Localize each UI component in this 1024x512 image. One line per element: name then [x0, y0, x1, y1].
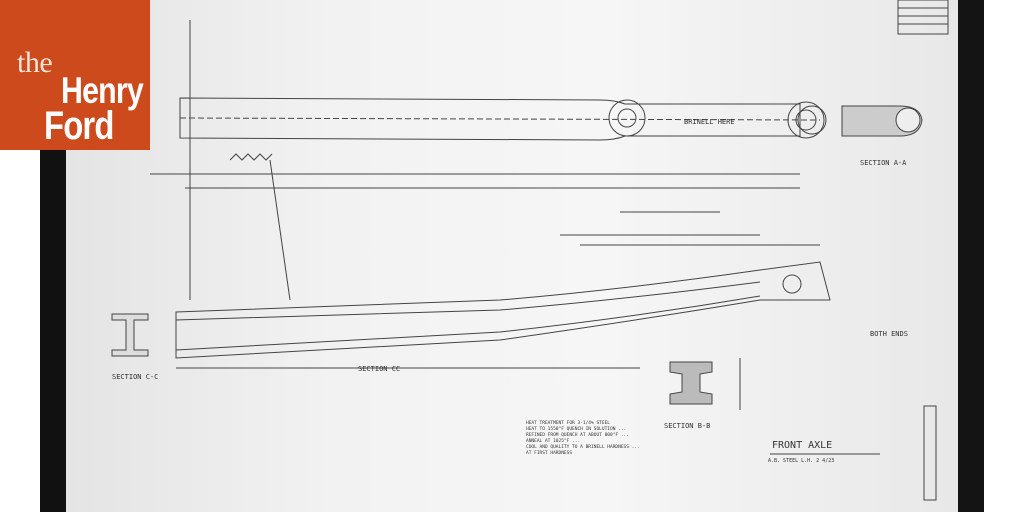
- logo-the: the: [17, 46, 53, 79]
- both-ends-label: BOTH ENDS: [870, 330, 908, 338]
- drawing-title: FRONT AXLE: [772, 440, 832, 451]
- axle-top-view: [179, 97, 801, 141]
- film-border-right: [958, 0, 984, 512]
- note-line: HEAT TREATMENT FOR 3-1/4% STEEL: [526, 420, 610, 426]
- revision-table: [897, 0, 949, 35]
- note-line: AT FIRST HARDNESS: [526, 450, 572, 456]
- section-b-b: [669, 361, 713, 405]
- note-line: COOL AND QUALITY TO A BRINELL HARDNESS .…: [526, 444, 640, 450]
- logo-ford: Ford: [44, 104, 114, 148]
- king-pin-boss-left: [608, 99, 646, 137]
- note-line: REFINED FROM QUENCH AT ABOUT 800°F ...: [526, 432, 629, 438]
- section-cc-dim-label: SECTION CC: [358, 365, 400, 373]
- axle-front-view: [175, 261, 831, 359]
- section-c-c: [111, 313, 149, 357]
- henry-ford-logo: the Henry Ford: [0, 0, 150, 150]
- section-bb-label: SECTION B-B: [664, 422, 710, 430]
- drawing-subtitle: A.B. STEEL L.H. 2 4/23: [768, 458, 834, 464]
- section-aa-label: SECTION A-A: [860, 159, 907, 167]
- blueprint-paper: [66, 0, 960, 512]
- heat-treatment-note: HEAT TREATMENT FOR 3-1/4% STEEL HEAT TO …: [526, 420, 640, 456]
- king-pin-boss-right: [787, 101, 825, 139]
- note-line: HEAT TO 1550°F QUENCH IN SOLUTION ...: [526, 426, 626, 432]
- logo-henry: Henry: [61, 70, 144, 111]
- brinell-label: BRINELL HERE: [684, 118, 735, 126]
- section-cc-label: SECTION C-C: [112, 373, 158, 381]
- title-strip: [923, 405, 937, 501]
- note-line: ANNEAL AT 1025°F ...: [526, 438, 580, 444]
